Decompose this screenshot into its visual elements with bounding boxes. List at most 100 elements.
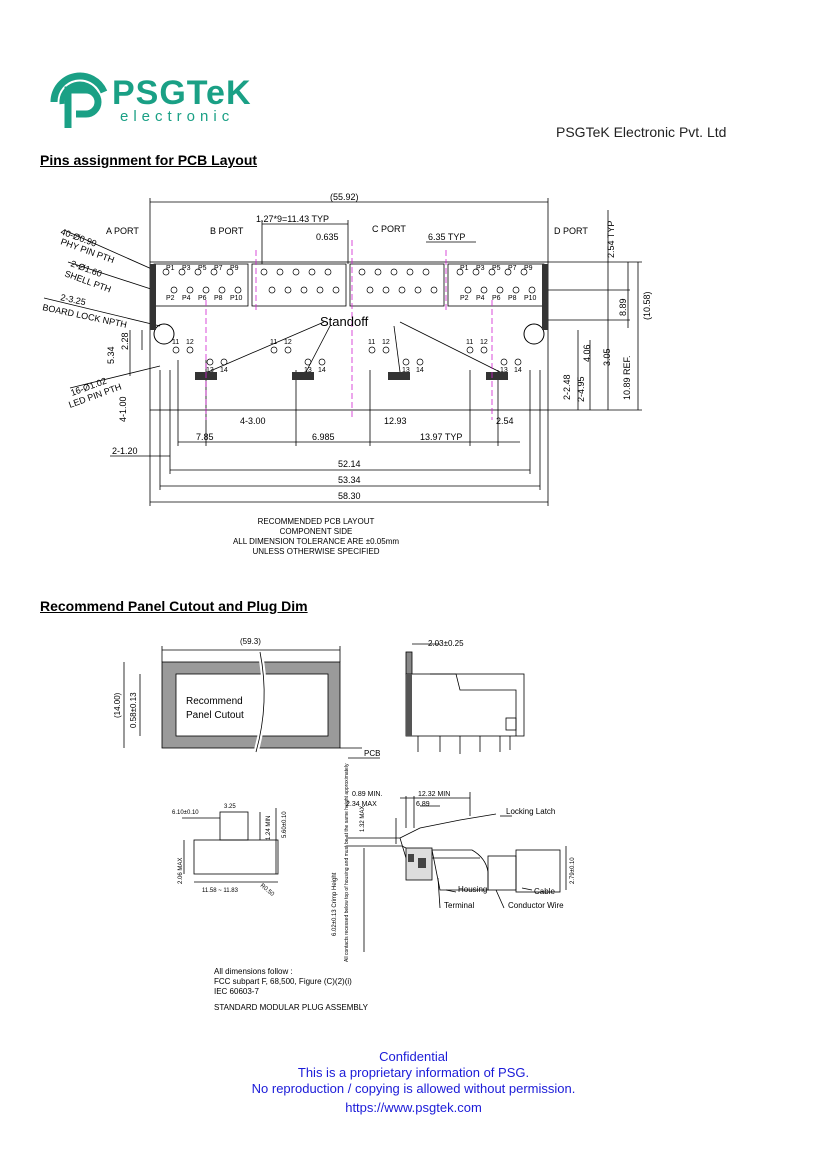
dim-406: 4.06 (582, 344, 592, 362)
std-note-2: FCC subpart F, 68,500, Figure (C)(2)(i) (214, 977, 352, 986)
pin-label: P9 (230, 265, 239, 272)
led-pin-label: 12 (284, 339, 292, 346)
dim-1089: 10.89 REF. (622, 355, 632, 400)
led-pin-label: 12 (382, 339, 390, 346)
phy-pin-hole (170, 286, 178, 294)
dim-5214: 52.14 (338, 459, 361, 469)
led-pin-label: 14 (514, 367, 522, 374)
logo-mark-icon (50, 72, 108, 128)
led-pin-hole (416, 358, 424, 366)
dim-pitch: 1.27*9=11.43 TYP (256, 214, 329, 224)
phy-pin-hole (234, 286, 242, 294)
plug-325: 3.25 (224, 804, 236, 810)
label-port-d: D PORT (554, 226, 588, 236)
pin-label: P1 (460, 265, 469, 272)
dim-889: 8.89 (618, 298, 628, 316)
dim-2120: 2-1.20 (112, 446, 138, 456)
led-pin-label: 13 (206, 367, 214, 374)
panel-width: (59.3) (240, 637, 261, 646)
footer-confidential: Confidential (379, 1049, 448, 1064)
phy-pin-hole (194, 268, 202, 276)
led-pin-label: 14 (318, 367, 326, 374)
cutout-label-2: Panel Cutout (186, 710, 244, 721)
asm-234: 2.34 MAX (346, 801, 377, 808)
led-pin-hole (172, 346, 180, 354)
cutout-label-1: Recommend (186, 696, 243, 707)
pin-label: P6 (198, 295, 207, 302)
led-pin-label: 11 (270, 339, 277, 346)
dim-pitch-small: 0.635 (316, 232, 339, 242)
label-cable: Cable (534, 887, 555, 896)
pin-label: P1 (166, 265, 175, 272)
company-name: PSGTeK Electronic Pvt. Ltd (556, 124, 727, 140)
pin-label: P10 (230, 295, 243, 302)
std-note-3: IEC 60603-7 (214, 987, 259, 996)
section-title-pins: Pins assignment for PCB Layout (40, 152, 258, 168)
dim-1397: 13.97 TYP (420, 432, 462, 442)
asm-note: All contacts recessed below top of housi… (344, 763, 350, 962)
plug-124: 1.24 MIN (266, 816, 272, 840)
pin-label: P10 (524, 295, 537, 302)
dim-254b: 2.54 (496, 416, 514, 426)
led-pin-hole (466, 346, 474, 354)
pin-label: P8 (508, 295, 517, 302)
label-locking-latch: Locking Latch (506, 807, 555, 816)
label-port-a: A PORT (106, 226, 139, 236)
phy-pin-hole (324, 268, 332, 276)
pin-label: P3 (182, 265, 191, 272)
dim-1058: (10.58) (642, 291, 652, 320)
dim-1293: 12.93 (384, 416, 407, 426)
footer-website-link[interactable]: https://www.psgtek.com (345, 1100, 482, 1115)
phy-pin-hole (316, 286, 324, 294)
phy-pin-hole (260, 268, 268, 276)
pin-label: P2 (166, 295, 175, 302)
note-line-1: RECOMMENDED PCB LAYOUT (258, 517, 375, 526)
pin-label: P6 (492, 295, 501, 302)
phy-pin-hole (398, 286, 406, 294)
led-pin-label: 11 (368, 339, 375, 346)
phy-pin-hole (422, 268, 430, 276)
phy-pin-hole (268, 286, 276, 294)
led-pin-hole (186, 346, 194, 354)
phy-pin-hole (308, 268, 316, 276)
phy-pin-hole (414, 286, 422, 294)
phy-pin-hole (186, 286, 194, 294)
phy-pin-hole (456, 268, 464, 276)
side-dim: 2.03±0.25 (428, 639, 464, 648)
panel-plug-drawing: (59.3) (14.00) 0.58±0.13 Recommend Panel… (113, 637, 576, 1012)
phy-pin-hole (374, 268, 382, 276)
phy-pin-hole (276, 268, 284, 276)
note-line-2: COMPONENT SIDE (280, 527, 353, 536)
panel-height-inner: 0.58±0.13 (129, 692, 138, 728)
phy-pin-hole (178, 268, 186, 276)
label-housing: Housing (458, 885, 487, 894)
plug-610: 6.10±0.10 (172, 810, 199, 816)
pcb-layout-drawing: (55.92) 1.27*9=11.43 TYP 0.635 A PORT B … (42, 192, 652, 556)
footer-proprietary: This is a proprietary information of PSG… (297, 1065, 530, 1080)
std-note-4: STANDARD MODULAR PLUG ASSEMBLY (214, 1003, 369, 1012)
led-pin-hole (514, 358, 522, 366)
label-port-b: B PORT (210, 226, 244, 236)
led-pin-label: 12 (480, 339, 488, 346)
label-port-c: C PORT (372, 224, 406, 234)
led-pin-label: 14 (416, 367, 424, 374)
logo-subtitle: electronic (120, 108, 235, 125)
led-pin-label: 13 (402, 367, 410, 374)
dim-305: 3.05 (602, 348, 612, 366)
phy-pin-hole (382, 286, 390, 294)
dim-6985: 6.985 (312, 432, 335, 442)
phy-pin-hole (218, 286, 226, 294)
pin-label: P2 (460, 295, 469, 302)
label-conductor-wire: Conductor Wire (508, 901, 564, 910)
dim-228: 2.28 (120, 332, 130, 350)
dim-overall: (55.92) (330, 192, 359, 202)
pin-label: P9 (524, 265, 533, 272)
pcb-label: PCB (364, 749, 380, 758)
dim-typ635: 6.35 TYP (428, 232, 465, 242)
led-pin-label: 13 (304, 367, 312, 374)
note-line-4: UNLESS OTHERWISE SPECIFIED (253, 547, 380, 556)
phy-pin-hole (226, 268, 234, 276)
led-pin-hole (220, 358, 228, 366)
plug-r050: R0.50 (259, 883, 276, 898)
dim-495: 2-4.95 (576, 376, 586, 402)
